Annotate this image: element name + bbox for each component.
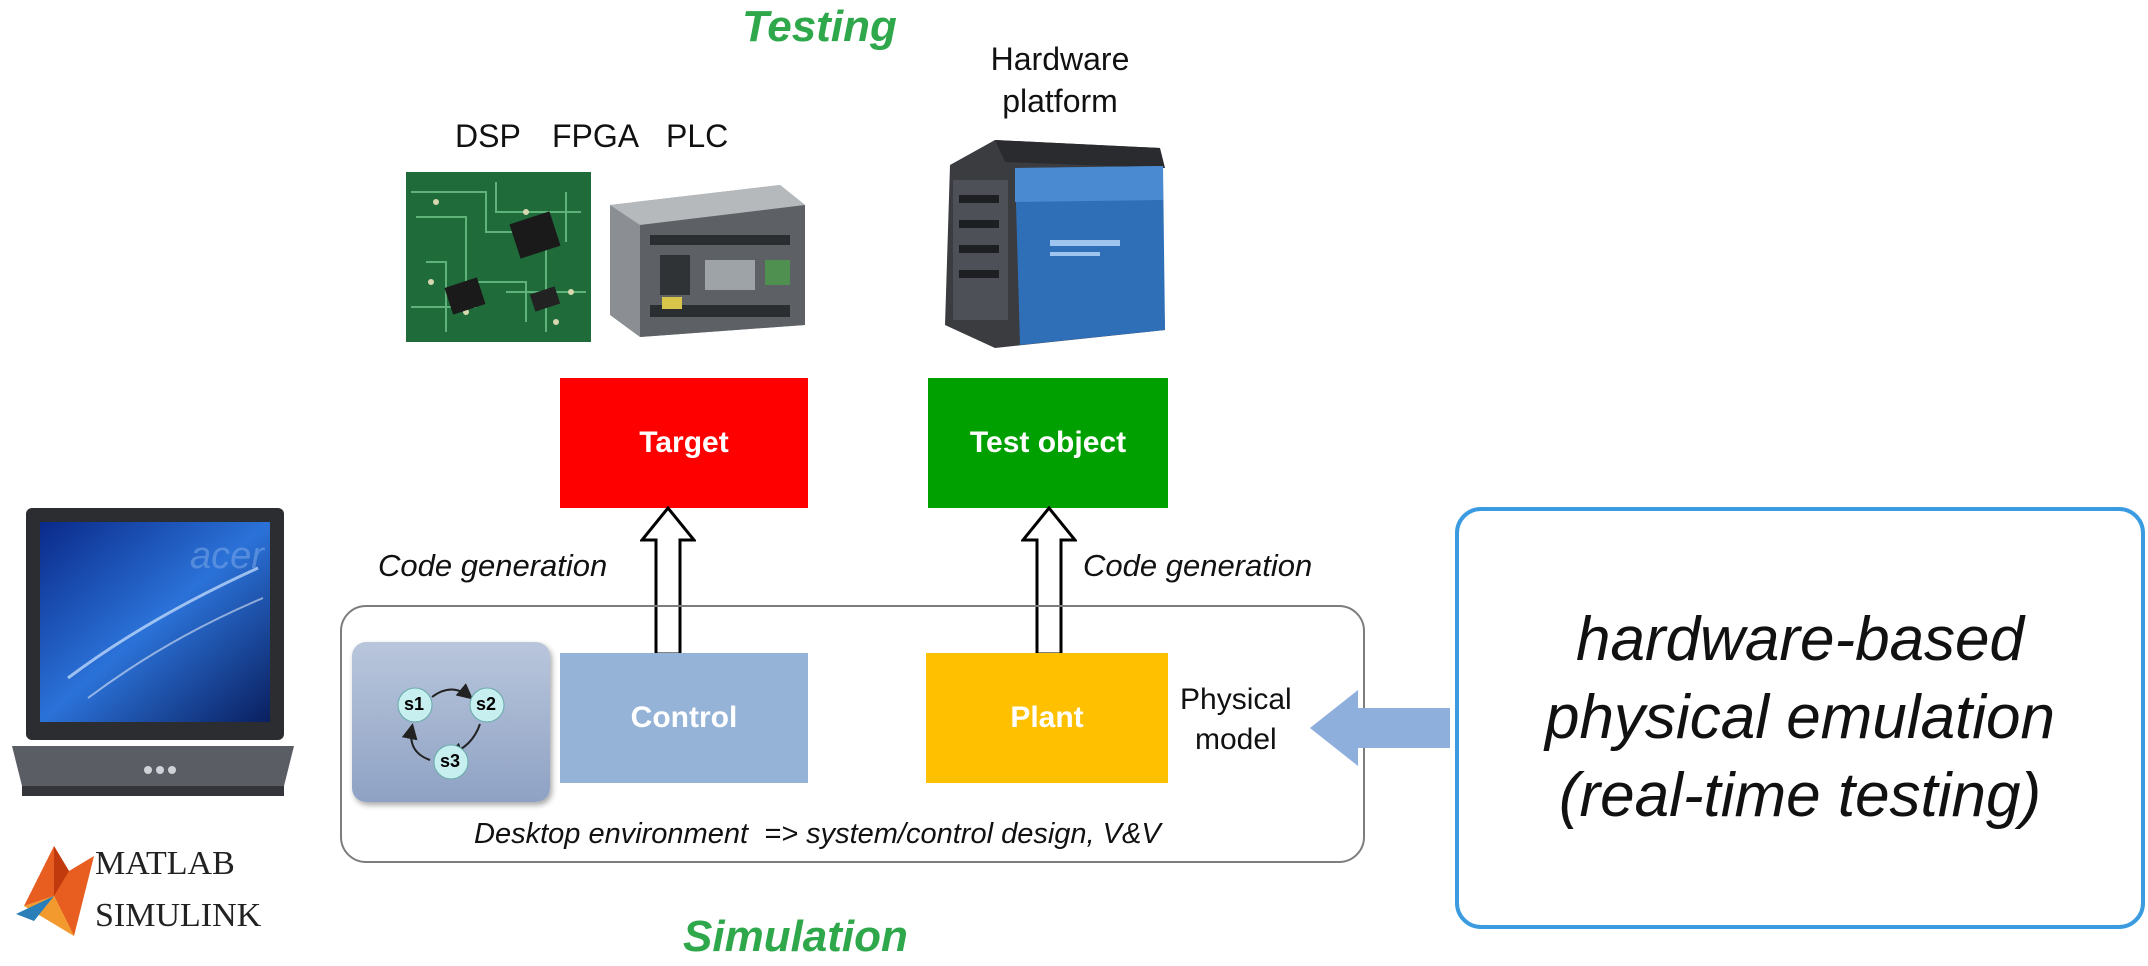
simulation-title: Simulation: [683, 912, 908, 961]
hardware-platform-line2: platform: [1002, 83, 1118, 119]
plant-label: Plant: [1010, 701, 1084, 734]
test-object-label: Test object: [969, 426, 1127, 459]
callout-line3: (real-time testing): [1558, 761, 2042, 830]
physical-model-line1: Physical: [1180, 683, 1292, 716]
dsp-label: DSP: [455, 118, 521, 154]
target-box: Target: [560, 378, 808, 508]
hardware-platform-image: [945, 140, 1165, 348]
matlab-text: MATLAB: [95, 845, 235, 882]
state-s1: s1: [404, 694, 425, 714]
state-s2: s2: [476, 694, 497, 714]
state-machine-diagram: [397, 683, 505, 780]
control-label: Control: [630, 701, 738, 734]
control-box: Control: [560, 653, 808, 783]
hardware-emulation-callout: hardware-based physical emulation (real-…: [1455, 507, 2145, 929]
physical-model-line2: model: [1195, 723, 1277, 756]
code-generation-label-right: Code generation: [1083, 548, 1313, 583]
simulink-text: SIMULINK: [95, 897, 262, 934]
plc-device-image: [610, 185, 805, 337]
fpga-label: FPGA: [552, 118, 640, 154]
block-arrow-left: [1310, 690, 1450, 766]
matlab-logo-text: MATLAB SIMULINK: [95, 838, 261, 942]
plant-box: Plant: [926, 653, 1168, 783]
testing-title: Testing: [742, 2, 897, 51]
physical-model-label: Physical model: [1180, 680, 1292, 760]
callout-line1: hardware-based: [1575, 605, 2025, 674]
state-s3: s3: [440, 751, 461, 771]
callout-line2: physical emulation: [1544, 683, 2056, 752]
laptop-brand: acer: [190, 535, 264, 577]
test-object-box: Test object: [928, 378, 1168, 508]
code-generation-label-left: Code generation: [378, 548, 608, 583]
plc-label: PLC: [666, 118, 729, 154]
hardware-platform-line1: Hardware: [990, 41, 1130, 77]
target-label: Target: [639, 426, 729, 459]
state-machine-panel: s1 s2 s3: [352, 642, 550, 802]
laptop-image: [12, 508, 294, 796]
matlab-logo-icon: [16, 846, 94, 936]
desktop-environment-caption: Desktop environment => system/control de…: [474, 818, 1161, 850]
circuit-board-image: [406, 172, 591, 342]
hardware-platform-label: Hardware platform: [955, 38, 1165, 122]
